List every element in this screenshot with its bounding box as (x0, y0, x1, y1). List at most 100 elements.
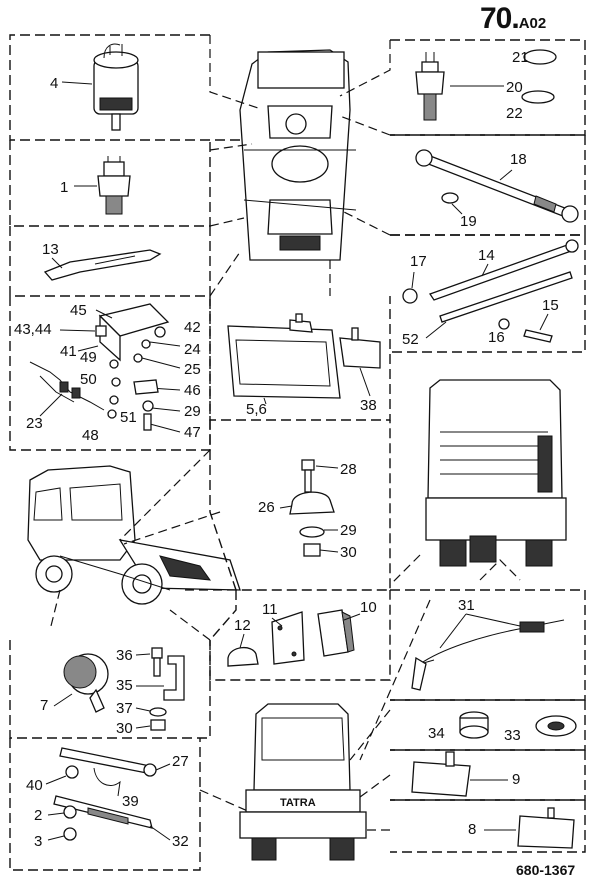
callout-41: 41 (60, 343, 77, 360)
nut-30 (150, 719, 166, 731)
callout-1: 1 (60, 179, 68, 196)
switch-cap (103, 161, 125, 177)
callout-18: 18 (510, 151, 527, 168)
box-parts-link-rods: 27 39 40 2 3 32 (9, 738, 201, 871)
callout-39: 39 (122, 793, 139, 810)
callout-16: 16 (488, 329, 505, 346)
box-parts-switch-20: 21 20 22 (390, 39, 586, 136)
callout-43-44: 43,44 (14, 321, 52, 338)
washer-37 (149, 707, 167, 717)
box-parts-lamp-5-6: 5,6 38 (209, 296, 391, 421)
leader-lines (49, 35, 521, 831)
clamp-26 (289, 491, 335, 515)
solenoid-band (99, 97, 133, 111)
part-43-44 (95, 325, 107, 337)
callout-11: 11 (262, 601, 278, 618)
callout-29b: 29 (340, 522, 357, 539)
lamp-8 (517, 815, 575, 849)
engine-block (271, 145, 329, 183)
callout-35: 35 (116, 677, 133, 694)
washer-29b (299, 526, 325, 538)
callout-3: 3 (34, 833, 42, 850)
switch-thread (105, 195, 123, 215)
marker-lamp-body (227, 325, 341, 399)
callout-9: 9 (512, 771, 520, 788)
clip-46 (133, 379, 159, 395)
callout-24: 24 (184, 341, 201, 358)
callout-21: 21 (512, 49, 529, 66)
bracket-35 (163, 655, 185, 701)
front-bumper (239, 811, 367, 839)
engine-top-view (239, 49, 357, 261)
switch-hex (97, 175, 131, 197)
washer-3 (63, 827, 77, 841)
bracket-11 (271, 611, 305, 665)
nut-19 (441, 192, 459, 204)
box-part-4: 4 (9, 34, 251, 141)
box-part-31: 31 (390, 589, 586, 701)
callout-13: 13 (42, 241, 59, 258)
box-part-8: 8 (390, 799, 586, 853)
box-parts-clamp-26: 28 26 29 30 (209, 420, 391, 591)
callout-37: 37 (116, 700, 133, 717)
truck-rear-view (425, 379, 567, 567)
page-title-suffix: A02 (518, 15, 547, 32)
callout-40: 40 (26, 777, 43, 794)
switch-20 (415, 71, 445, 95)
nut-30b (303, 543, 321, 557)
callout-12: 12 (234, 617, 251, 634)
callout-4: 4 (50, 75, 58, 92)
callout-30b: 30 (340, 544, 357, 561)
callout-52: 52 (402, 331, 419, 348)
callout-42: 42 (184, 319, 201, 336)
callout-2: 2 (34, 807, 42, 824)
drawing-code: 680-1367 (516, 862, 576, 878)
nut-21 (523, 49, 557, 65)
front-axle-block (279, 235, 321, 251)
callout-47: 47 (184, 424, 201, 441)
callout-30: 30 (116, 720, 133, 737)
callout-28: 28 (340, 461, 357, 478)
callout-45: 45 (70, 302, 87, 319)
solenoid-stud (111, 113, 121, 131)
washer-2 (63, 805, 77, 819)
nut-17 (402, 288, 418, 304)
grille-brand: TATRA (280, 797, 316, 809)
callout-49: 49 (80, 349, 97, 366)
callout-23: 23 (26, 415, 43, 432)
callout-34: 34 (428, 725, 445, 742)
washer-22 (521, 90, 555, 104)
callout-15: 15 (542, 297, 559, 314)
callout-29: 29 (184, 403, 201, 420)
box-parts-bracket-assembly: 45 43,44 41 42 24 25 46 29 47 (9, 296, 211, 451)
truck-cab (27, 465, 136, 561)
exhaust-stack (537, 435, 553, 493)
lamp-9 (411, 761, 471, 797)
bolt-36 (151, 647, 163, 659)
callout-38: 38 (360, 397, 377, 414)
callout-14: 14 (478, 247, 495, 264)
lamp-bracket-38 (339, 337, 381, 369)
solenoid-top (93, 51, 139, 69)
callout-36: 36 (116, 647, 133, 664)
truck-front-view: TATRA (239, 703, 367, 861)
callout-33: 33 (504, 727, 521, 744)
box-parts-rod-18: 18 19 (390, 134, 586, 236)
box-parts-bracket-11: 11 12 10 (209, 590, 391, 681)
box-part-9: 9 (390, 749, 586, 801)
callout-51: 51 (120, 409, 137, 426)
callout-26: 26 (258, 499, 275, 516)
callout-22: 22 (506, 105, 523, 122)
callout-8: 8 (468, 821, 476, 838)
callout-46: 46 (184, 382, 201, 399)
clamp-12 (227, 647, 259, 667)
rod-14 (428, 243, 576, 301)
rear-chassis (425, 497, 567, 541)
box-part-13: 13 (9, 226, 211, 297)
bolts-24-25 (133, 326, 181, 369)
bolt-28-head (301, 459, 315, 471)
callout-25: 25 (184, 361, 201, 378)
callout-7: 7 (40, 697, 48, 714)
